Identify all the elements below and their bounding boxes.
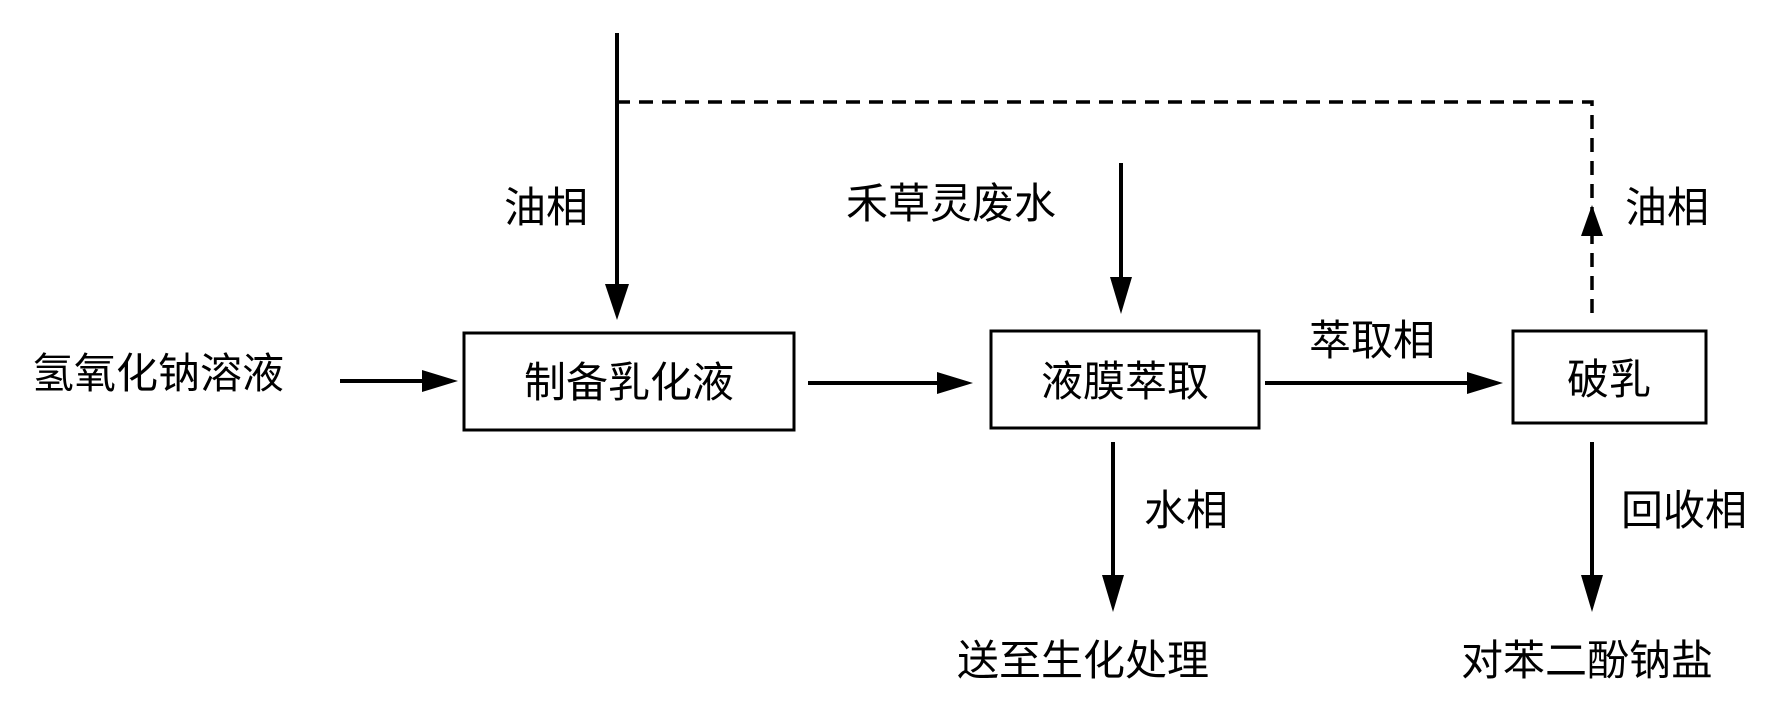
emulsion-to-extraction-arrowhead bbox=[937, 372, 973, 394]
recovery-out-arrowhead bbox=[1581, 575, 1603, 612]
label-product-salt: 对苯二酚钠盐 bbox=[1461, 636, 1713, 685]
label-oil-phase-recycle: 油相 bbox=[1625, 183, 1709, 232]
label-aqueous-phase: 水相 bbox=[1144, 486, 1228, 535]
label-extract-phase: 萃取相 bbox=[1309, 316, 1435, 365]
naoh-feed-arrowhead bbox=[422, 370, 458, 392]
label-to-biochemical: 送至生化处理 bbox=[957, 636, 1209, 685]
label-oil-phase-in: 油相 bbox=[504, 183, 588, 232]
label-glyphosate-wastewater: 禾草灵废水 bbox=[846, 179, 1056, 228]
oil-feed-arrowhead bbox=[605, 284, 629, 320]
node-prepare-emulsion-label: 制备乳化液 bbox=[524, 358, 734, 407]
aqueous-out-arrowhead bbox=[1102, 575, 1124, 612]
node-prepare-emulsion bbox=[462, 331, 796, 432]
node-demulsification-label: 破乳 bbox=[1567, 355, 1651, 404]
label-naoh-solution: 氢氧化钠溶液 bbox=[32, 349, 284, 398]
oil-recycle-arrowhead bbox=[1581, 205, 1603, 236]
oil-recycle-dashed-line bbox=[617, 100, 1594, 313]
node-membrane-extraction bbox=[989, 329, 1261, 430]
node-demulsification bbox=[1511, 329, 1708, 425]
wastewater-feed-arrowhead bbox=[1110, 277, 1132, 314]
label-recovery-phase: 回收相 bbox=[1621, 486, 1747, 535]
extraction-to-demulsify-arrowhead bbox=[1467, 372, 1503, 394]
node-membrane-extraction-label: 液膜萃取 bbox=[1041, 357, 1209, 406]
